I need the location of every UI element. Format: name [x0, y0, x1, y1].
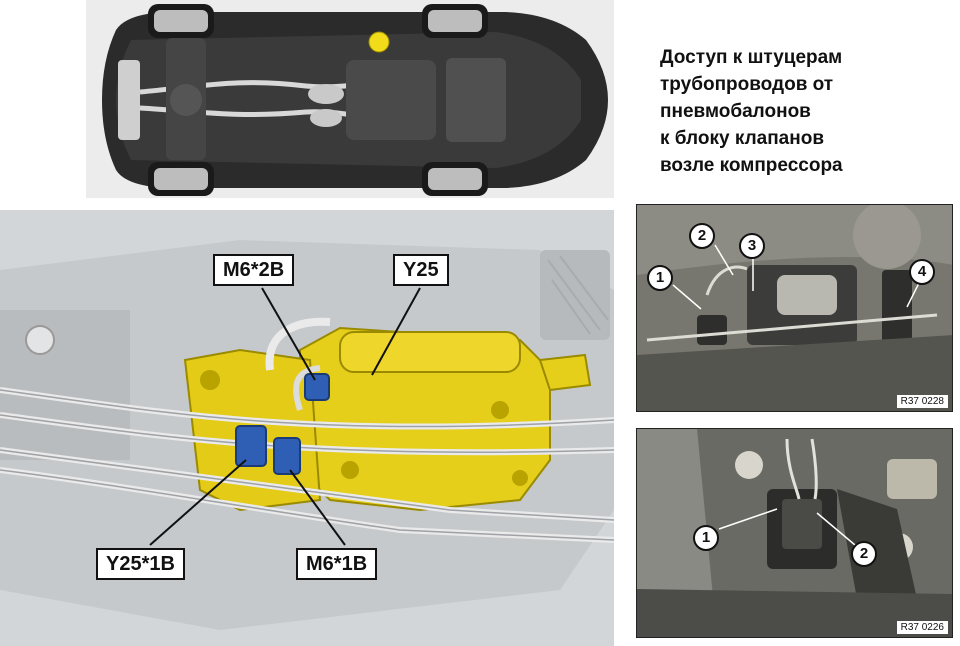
caption-line: к блоку клапанов — [660, 125, 950, 152]
valve-connector-y25-1b — [236, 426, 266, 466]
label-y25-1b: Y25*1B — [96, 548, 185, 580]
photo1-code: R37 0228 — [897, 395, 948, 408]
photo1-callout-3: 3 — [739, 233, 765, 259]
caption-line: возле компрессора — [660, 152, 950, 179]
valve-connector-m6-2b — [305, 374, 329, 400]
vehicle-underside-illustration — [86, 0, 614, 198]
photo2-callout-1: 1 — [693, 525, 719, 551]
caption-text: Доступ к штуцерам трубопроводов от пневм… — [660, 44, 950, 179]
location-marker — [369, 32, 389, 52]
label-m6-1b: M6*1B — [296, 548, 377, 580]
photo-compressor-overview: 1 2 3 4 R37 0228 — [636, 204, 953, 412]
wheel-rear-left — [148, 162, 214, 196]
wheel-rear-right — [422, 162, 488, 196]
caption-line: трубопроводов от — [660, 71, 950, 98]
label-m6-2b: M6*2B — [213, 254, 294, 286]
compressor-detail-illustration — [0, 210, 614, 646]
photo1-callout-2: 2 — [689, 223, 715, 249]
photo2-code: R37 0226 — [897, 621, 948, 634]
photo1-callout-4: 4 — [909, 259, 935, 285]
caption-line: Доступ к штуцерам — [660, 44, 950, 71]
wheel-front-left — [148, 4, 214, 38]
wheel-front-right — [422, 4, 488, 38]
valve-connector-m6-1b — [274, 438, 300, 474]
photo-valve-block-closeup: 1 2 R37 0226 — [636, 428, 953, 638]
label-y25: Y25 — [393, 254, 449, 286]
photo1-callout-1: 1 — [647, 265, 673, 291]
caption-line: пневмобалонов — [660, 98, 950, 125]
photo2-callout-2: 2 — [851, 541, 877, 567]
